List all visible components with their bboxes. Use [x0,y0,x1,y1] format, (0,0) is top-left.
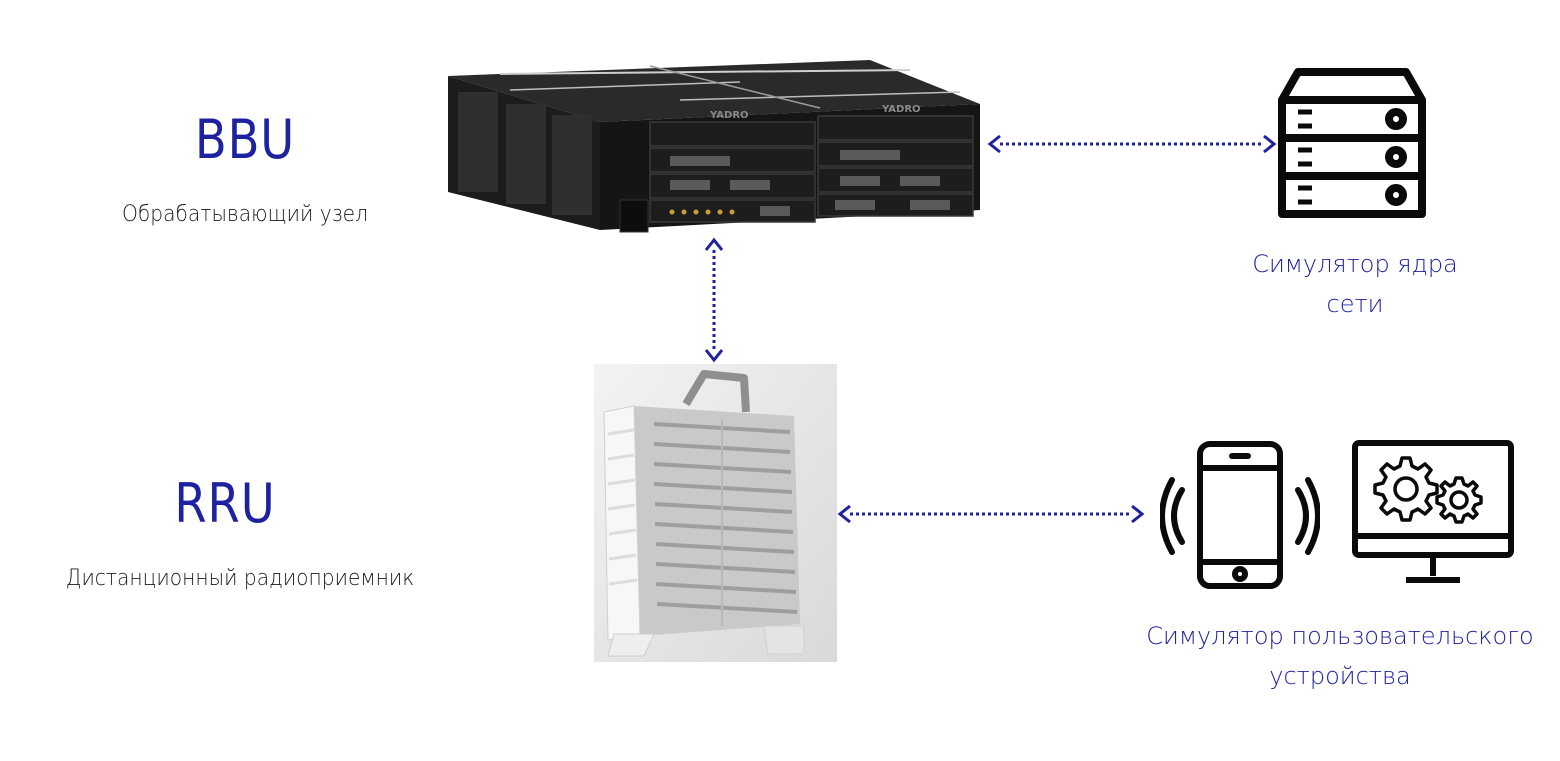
rru-description: Дистанционный радиоприемник [65,566,415,591]
rru-title: RRU [174,472,276,535]
bbu-logo-right: YADRO [881,104,921,115]
server-rack-icon [1270,64,1434,224]
core-simulator-line2: сети [1326,290,1384,318]
ue-simulator-line1: Симулятор пользовательского [1146,622,1534,650]
core-simulator-caption: Симулятор ядра сети [1210,244,1500,324]
core-simulator-line1: Симулятор ядра [1252,250,1458,278]
bbu-title: BBU [194,108,296,171]
bbu-logo-left: YADRO [709,110,749,121]
arrow-bbu-core [986,132,1278,156]
bbu-chassis-image: YADRO YADRO [440,60,990,240]
smartphone-signal-icon [1160,440,1320,590]
arrow-bbu-rru [702,236,726,364]
ue-simulator-caption: Симулятор пользовательского устройства [1130,616,1550,696]
arrow-rru-ue [836,502,1146,526]
monitor-gears-icon [1352,440,1514,588]
bbu-description: Обрабатывающий узел [121,202,369,227]
rru-radio-unit-image [594,364,837,662]
ue-simulator-line2: устройства [1269,662,1411,690]
